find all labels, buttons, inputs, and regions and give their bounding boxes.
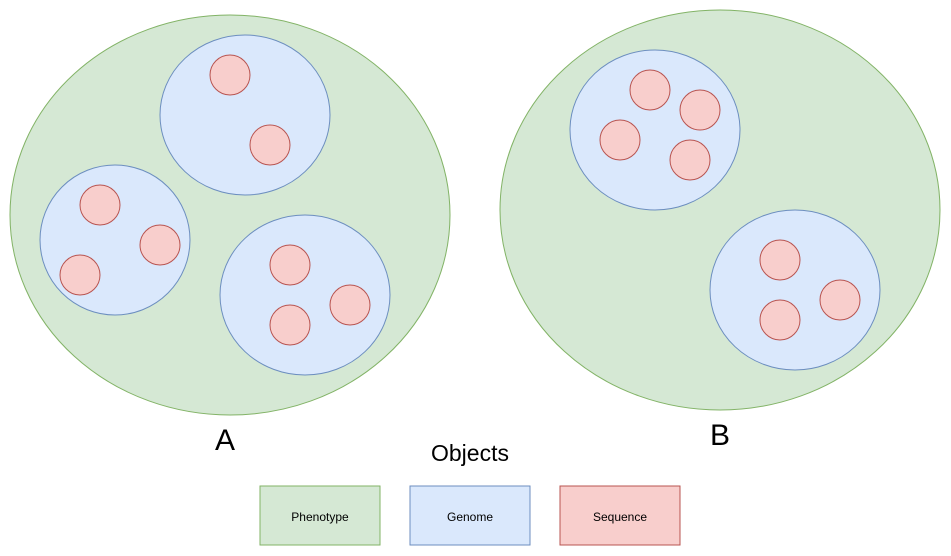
sequence-circle — [599, 119, 641, 161]
sequence-circle — [249, 124, 291, 166]
legend-genome-label: Genome — [447, 510, 493, 524]
sequence-circle — [629, 69, 671, 111]
sequence-circle — [759, 299, 801, 341]
legend-sequence-label: Sequence — [593, 510, 647, 524]
genome-a3-ellipse — [219, 214, 391, 376]
genome-a1-ellipse — [159, 34, 331, 196]
legend-sequence: Sequence — [559, 485, 681, 546]
genome-b2-ellipse — [709, 209, 881, 371]
group-a-label: A — [215, 424, 235, 457]
phenotype-a — [9, 14, 451, 416]
legend-title: Objects — [431, 440, 509, 466]
genome-a2 — [39, 164, 191, 316]
sequence-circle — [669, 139, 711, 181]
genome-a1 — [159, 34, 331, 196]
legend-phenotype-label: Phenotype — [291, 510, 349, 524]
legend-sequence-swatch — [559, 485, 681, 546]
phenotype-b-ellipse — [499, 9, 941, 411]
sequence-circle — [759, 239, 801, 281]
sequence-circle — [329, 284, 371, 326]
sequence-circle — [679, 89, 721, 131]
sequence-circle — [209, 54, 251, 96]
genome-a3 — [219, 214, 391, 376]
sequence-circle — [819, 279, 861, 321]
sequence-circle — [269, 304, 311, 346]
genome-b2 — [709, 209, 881, 371]
sequence-circle — [59, 254, 101, 296]
sequence-circle — [269, 244, 311, 286]
legend-genome-swatch — [409, 485, 531, 546]
legend-genome: Genome — [409, 485, 531, 546]
sequence-circle — [139, 224, 181, 266]
sequence-circle — [79, 184, 121, 226]
genome-b1 — [569, 49, 741, 211]
group-b-label: B — [710, 419, 730, 452]
legend-phenotype: Phenotype — [259, 485, 381, 546]
phenotype-b — [499, 9, 941, 411]
legend-phenotype-swatch — [259, 485, 381, 546]
